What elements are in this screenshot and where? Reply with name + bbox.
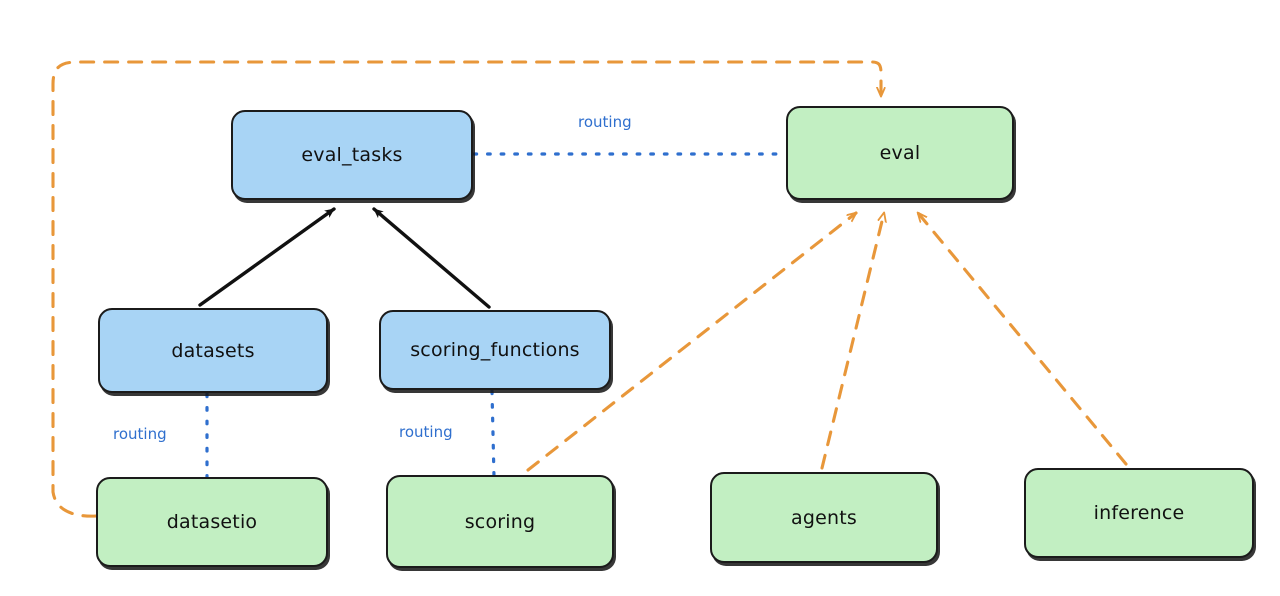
node-label-datasetio: datasetio (166, 511, 258, 533)
node-label-datasets: datasets (171, 339, 255, 362)
node-datasetio[interactable]: datasetio (96, 477, 328, 567)
node-label-scoring-functions: scoring_functions (410, 339, 580, 361)
node-agents[interactable]: agents (710, 472, 938, 563)
edge-agents-to-eval (820, 211, 884, 470)
node-scoring[interactable]: scoring (386, 475, 614, 568)
node-label-eval: eval (879, 142, 921, 164)
edge-scoring-functions-to-eval-tasks (372, 207, 491, 309)
node-label-eval-tasks: eval_tasks (301, 144, 403, 166)
node-label-agents: agents (791, 506, 857, 529)
edge-datasetio-to-eval (51, 60, 881, 518)
node-label-inference: inference (1093, 502, 1185, 524)
node-datasets[interactable]: datasets (98, 308, 328, 393)
edge-label-routing-scoring-functions-scoring: routing (399, 423, 453, 441)
node-eval-tasks[interactable]: eval_tasks (231, 110, 473, 200)
edge-datasets-to-eval-tasks (198, 207, 336, 307)
edge-scoring-functions-to-scoring (490, 389, 496, 479)
edge-label-routing-datasets-datasetio: routing (113, 425, 167, 443)
node-scoring-functions[interactable]: scoring_functions (379, 310, 611, 390)
edge-inference-to-eval (916, 211, 1128, 466)
node-label-scoring: scoring (464, 510, 536, 533)
edge-scoring-to-eval (526, 211, 858, 472)
edge-label-routing-eval-tasks-eval: routing (578, 113, 632, 131)
node-eval[interactable]: eval (786, 106, 1014, 200)
node-inference[interactable]: inference (1024, 468, 1254, 558)
